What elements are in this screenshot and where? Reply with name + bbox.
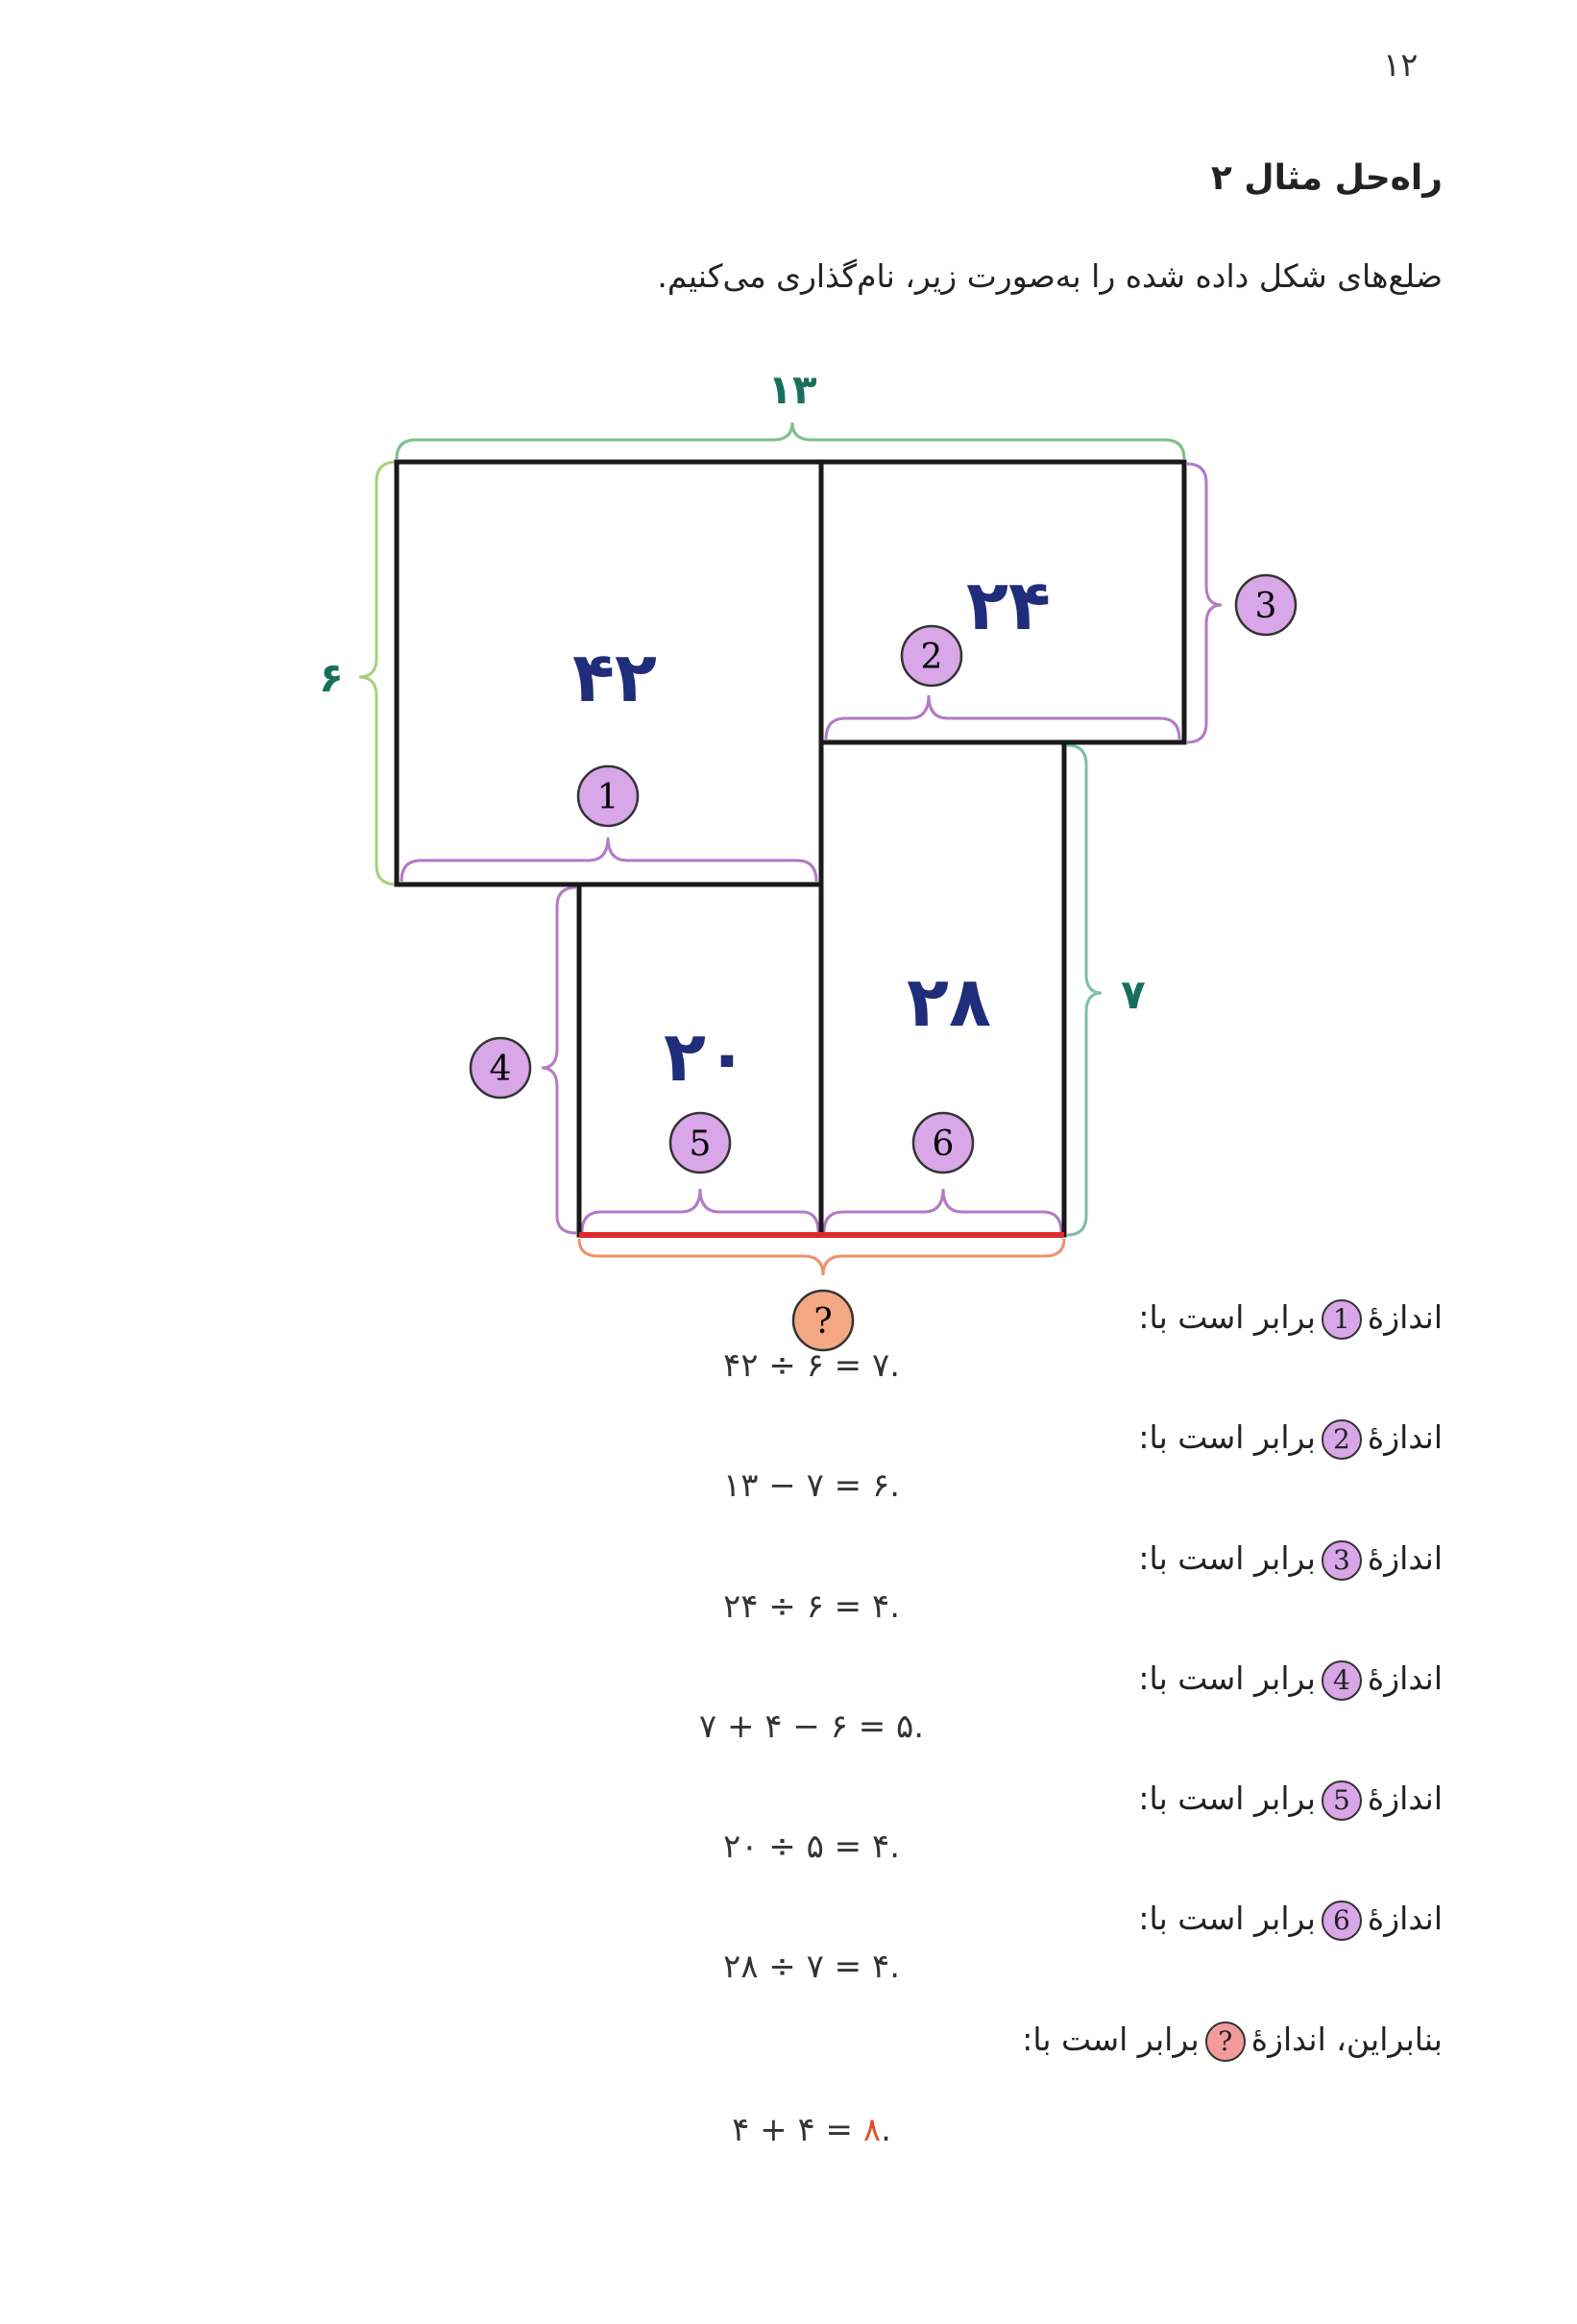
section-title: راه‌حل مثال ۲ (1210, 158, 1443, 198)
brace-unknown (577, 1238, 1066, 1276)
page-number: ۱۲ (1383, 46, 1419, 85)
step-equation-1: ۴۲ ÷ ۶ = ۷. (722, 1346, 901, 1385)
svg-text:?: ? (813, 1302, 832, 1342)
top-length-label: ۱۳ (767, 366, 817, 413)
marker-badge-1: 1 (1321, 1298, 1362, 1340)
marker-2: 2 (900, 624, 963, 688)
marker-badge-3: 3 (1321, 1539, 1362, 1581)
conclusion-label: بنابراین، اندازهٔ?برابر است با: (1022, 2021, 1443, 2062)
marker-6: 6 (911, 1111, 975, 1174)
step-label-1: اندازهٔ1برابر است با: (1138, 1298, 1443, 1340)
step-label-5: اندازهٔ5برابر است با: (1138, 1779, 1443, 1821)
step-label-6: اندازهٔ6برابر است با: (1138, 1900, 1443, 1941)
marker-badge-2: 2 (1321, 1418, 1362, 1460)
area-top-right: ۲۴ (966, 565, 1051, 645)
left-length-label: ۶ (319, 654, 344, 701)
conclusion-equation: ۴ + ۴ = ۸. (732, 2111, 891, 2149)
area-bottom-right: ۲۸ (907, 961, 991, 1042)
svg-text:2: 2 (921, 638, 943, 677)
svg-text:3: 3 (1255, 587, 1277, 626)
step-equation-3: ۲۴ ÷ ۶ = ۴. (722, 1587, 901, 1626)
marker-badge-4: 4 (1321, 1659, 1362, 1701)
step-label-3: اندازهٔ3برابر است با: (1138, 1539, 1443, 1581)
step-equation-2: ۱۳ − ۷ = ۶. (722, 1466, 901, 1505)
brace-5 (580, 1188, 820, 1233)
svg-text:4: 4 (490, 1050, 512, 1089)
intro-text: ضلع‌های شکل داده شده را به‌صورت زیر، نام… (657, 257, 1443, 295)
svg-text:5: 5 (690, 1125, 712, 1164)
marker-badge-5: 5 (1321, 1779, 1362, 1821)
area-top-left: ۴۲ (572, 637, 657, 717)
svg-text:6: 6 (933, 1125, 955, 1164)
brace-6 (822, 1188, 1063, 1233)
marker-4: 4 (469, 1036, 532, 1100)
marker-1: 1 (576, 764, 640, 828)
marker-3: 3 (1234, 573, 1298, 637)
step-label-4: اندازهٔ4برابر است با: (1138, 1659, 1443, 1701)
step-equation-5: ۲۰ ÷ ۵ = ۴. (722, 1828, 901, 1866)
step-label-2: اندازهٔ2برابر است با: (1138, 1418, 1443, 1460)
area-bottom-left: ۲۰ (664, 1016, 748, 1097)
marker-badge-6: 6 (1321, 1900, 1362, 1941)
step-equation-4: ۷ + ۴ − ۶ = ۵. (698, 1707, 925, 1746)
left-brace (358, 460, 398, 886)
svg-text:1: 1 (597, 778, 619, 817)
final-result: ۸ (862, 2111, 882, 2149)
brace-3 (1186, 462, 1223, 744)
right-length-label: ۷ (1121, 971, 1146, 1018)
brace-1 (400, 836, 818, 883)
marker-5: 5 (668, 1111, 732, 1174)
brace-2 (824, 694, 1181, 740)
marker-badge-unknown: ? (1204, 2021, 1246, 2062)
top-brace (395, 422, 1186, 460)
brace-7 (1066, 743, 1103, 1237)
area-diagram: ۱۳ ۶ ۷ ۴۲ ۲۴ ۲۰ ۲۸ 1 2 3 4 5 6 ? (319, 366, 1298, 1352)
brace-4 (541, 885, 577, 1235)
step-equation-6: ۲۸ ÷ ۷ = ۴. (722, 1948, 901, 1986)
marker-unknown: ? (791, 1289, 855, 1352)
